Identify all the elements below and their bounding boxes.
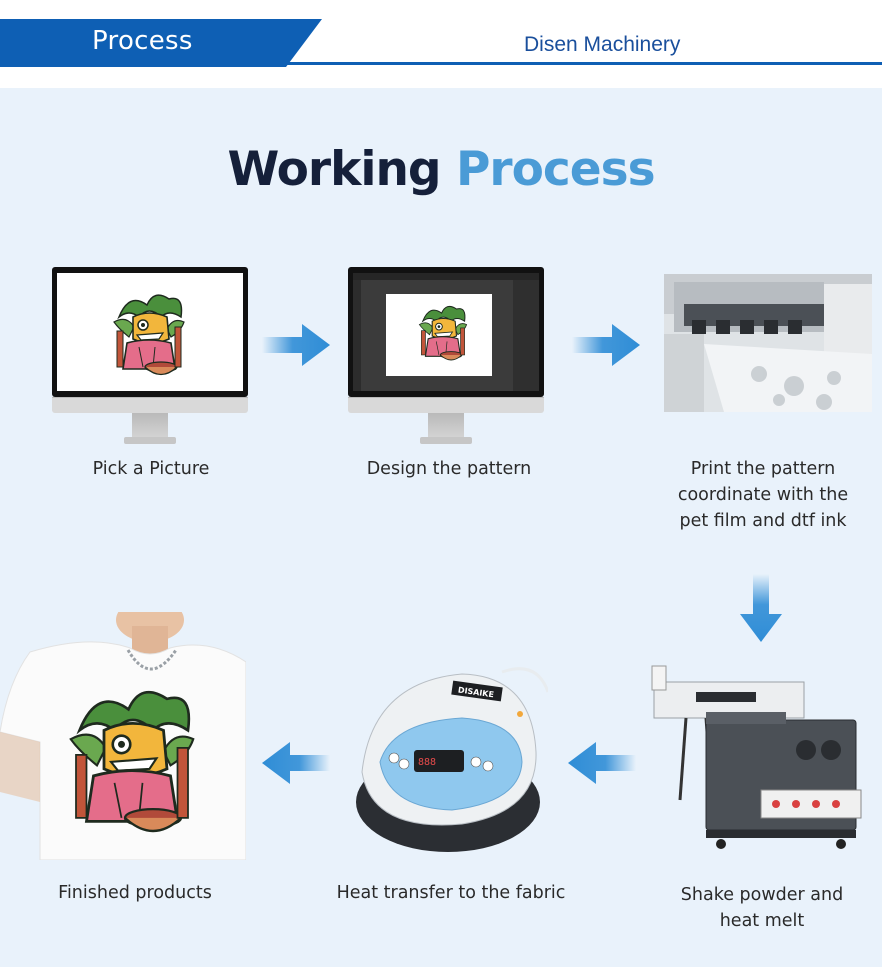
caption-shake-powder: Shake powder and heat melt — [654, 882, 870, 934]
header-title: Process — [92, 26, 193, 56]
caption-heat-transfer: Heat transfer to the fabric — [336, 883, 566, 903]
caption-finished-products: Finished products — [58, 883, 212, 903]
svg-text:888: 888 — [418, 757, 436, 768]
arrow-down-icon — [740, 574, 782, 642]
caption-pick-picture: Pick a Picture — [92, 459, 210, 479]
caption-print-pattern: Print the pattern coordinate with the pe… — [650, 456, 876, 534]
arrow-left-icon — [568, 742, 636, 784]
header-band — [0, 19, 322, 67]
caption-line: Shake powder and — [680, 885, 844, 905]
powder-shaker-photo — [651, 665, 862, 849]
caption-design-pattern: Design the pattern — [366, 459, 532, 479]
arrow-right-icon — [262, 324, 330, 366]
caption-line: coordinate with the — [677, 485, 849, 505]
caption-line: pet film and dtf ink — [679, 511, 847, 531]
arrow-left-icon — [262, 742, 330, 784]
header-rule — [286, 62, 882, 65]
heading-word-process: Process — [455, 142, 656, 197]
finished-tshirt-photo — [0, 612, 246, 860]
heading-word-working: Working — [227, 142, 441, 197]
brand-name: Disen Machinery — [524, 33, 681, 56]
caption-line: heat melt — [719, 911, 805, 931]
cartoon-artwork — [416, 300, 470, 366]
arrow-right-icon — [572, 324, 640, 366]
heat-press-photo: 888 DISAIKE — [356, 667, 548, 852]
caption-line: Print the pattern — [690, 459, 836, 479]
printer-photo — [664, 274, 872, 412]
page-heading: Working Process — [0, 142, 882, 197]
cartoon-artwork — [109, 287, 189, 382]
